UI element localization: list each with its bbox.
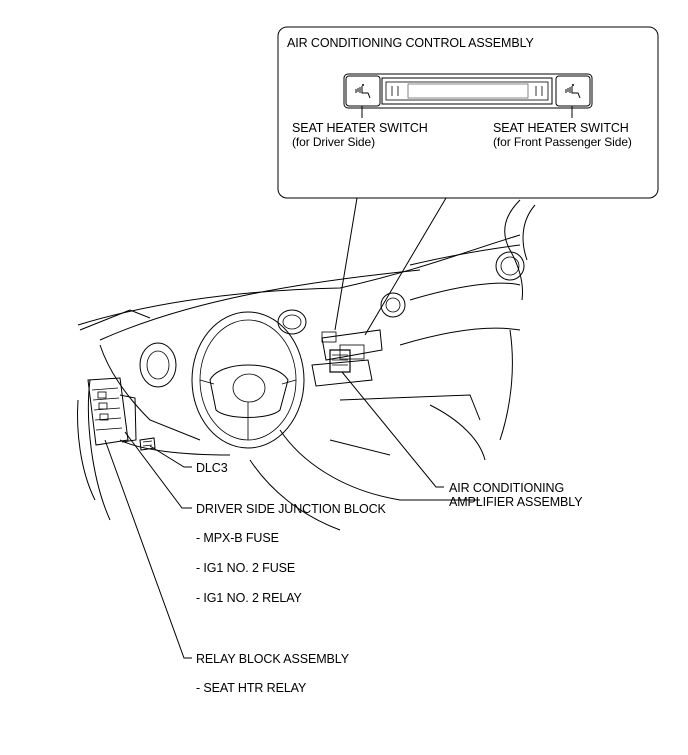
seat-heater-icon (565, 84, 581, 99)
junction-block-illustration (87, 377, 137, 446)
seat-heater-icon (355, 84, 371, 99)
leader-ac-amplifier (341, 371, 444, 488)
passenger-switch-sublabel: (for Front Passenger Side) (493, 135, 632, 149)
junction-block-item: - IG1 NO. 2 FUSE (196, 561, 296, 575)
steering-wheel (191, 311, 305, 449)
seat-heater-switch-driver (345, 75, 381, 107)
driver-switch-sublabel: (for Driver Side) (292, 135, 375, 149)
dashboard-outline (77, 199, 536, 531)
leader-junction-block (124, 431, 192, 509)
driver-junction-block-label: DRIVER SIDE JUNCTION BLOCK (196, 502, 386, 516)
center-vent-left (277, 309, 307, 335)
leader-dlc3 (149, 445, 192, 468)
junction-block-item: - MPX-B FUSE (196, 531, 279, 545)
center-vent-right (380, 292, 406, 318)
relay-block-item: - SEAT HTR RELAY (196, 681, 307, 695)
right-vent (495, 251, 525, 281)
relay-block-label: RELAY BLOCK ASSEMBLY (196, 652, 349, 666)
junction-block-item: - IG1 NO. 2 RELAY (196, 591, 302, 605)
left-vent (139, 342, 177, 388)
control-panel-strip (343, 73, 593, 109)
driver-switch-label: SEAT HEATER SWITCH (292, 121, 428, 135)
passenger-switch-label: SEAT HEATER SWITCH (493, 121, 629, 135)
ac-amplifier-label-line2: AMPLIFIER ASSEMBLY (449, 495, 583, 509)
dlc3-connector (139, 437, 156, 451)
leader-relay-block (104, 439, 192, 659)
seat-heater-switch-passenger (555, 75, 591, 107)
inset-frame (277, 26, 659, 199)
callout-wedge (334, 197, 447, 336)
inset-title: AIR CONDITIONING CONTROL ASSEMBLY (287, 36, 534, 50)
ac-control-assembly-location (311, 329, 383, 387)
dlc3-label: DLC3 (196, 461, 228, 475)
ac-amplifier-label-line1: AIR CONDITIONING (449, 481, 565, 495)
